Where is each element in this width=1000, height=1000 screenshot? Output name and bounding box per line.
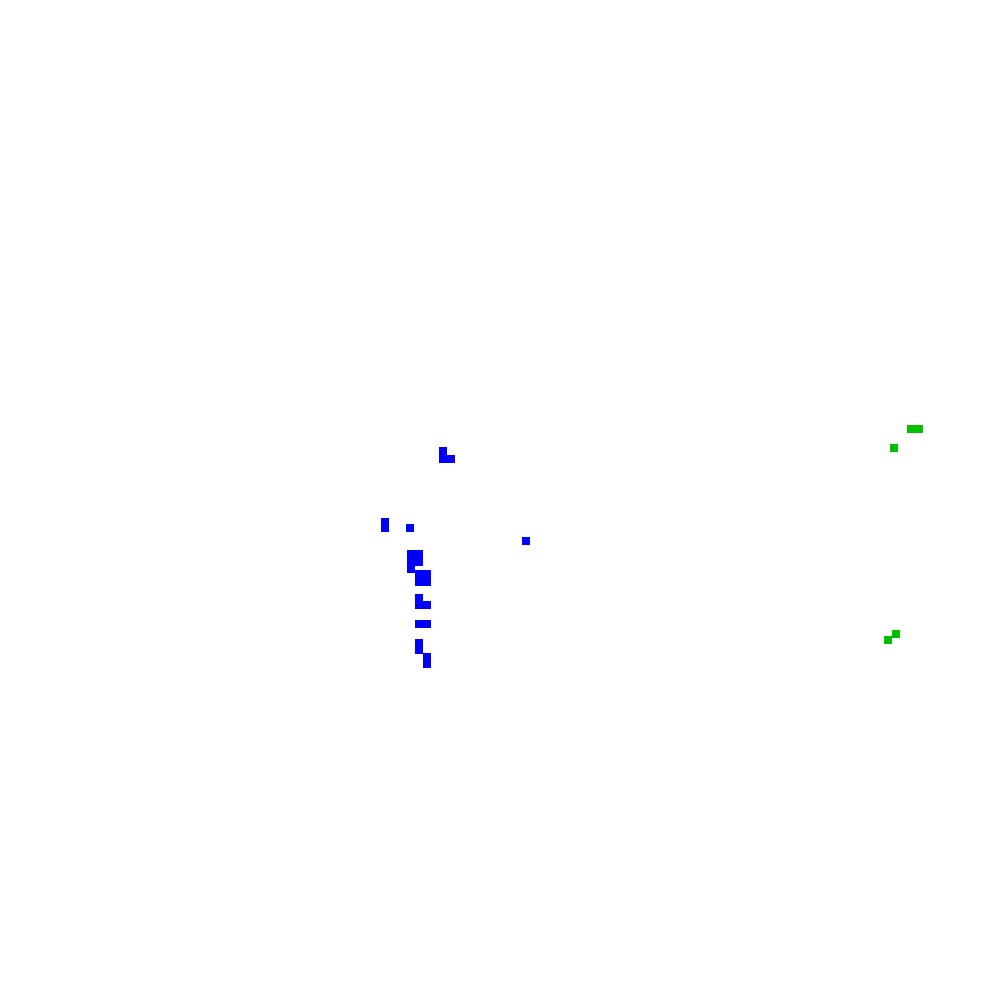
blue-cluster-cell xyxy=(415,558,423,566)
blue-cluster-cell xyxy=(415,646,423,654)
blue-cluster-cell xyxy=(381,524,389,532)
blue-cluster-cell xyxy=(423,660,431,668)
blue-cluster-cell xyxy=(407,565,415,573)
blue-cluster-cell xyxy=(423,601,431,609)
green-cluster-cell xyxy=(890,444,898,452)
blue-cluster-cell xyxy=(381,518,389,526)
blue-cluster-cell xyxy=(439,447,447,455)
blue-cluster-cell xyxy=(415,550,423,558)
green-cluster-cell xyxy=(892,630,900,638)
blue-cluster-cell xyxy=(415,601,423,609)
blue-cluster-cell xyxy=(415,620,423,628)
green-cluster-cell xyxy=(915,425,923,433)
blue-cluster-cell xyxy=(415,639,423,647)
blue-cluster-cell xyxy=(423,578,431,586)
blue-cluster-cell xyxy=(415,594,423,602)
green-cluster-cell xyxy=(907,425,915,433)
blue-cluster-cell xyxy=(522,537,530,545)
blue-cluster-cell xyxy=(423,620,431,628)
blue-cluster-cell xyxy=(407,558,415,566)
blue-cluster-cell xyxy=(406,524,414,532)
blue-cluster-cell xyxy=(447,455,455,463)
blue-cluster-cell xyxy=(407,550,415,558)
blue-cluster-cell xyxy=(415,570,423,578)
blue-cluster-cell xyxy=(423,653,431,661)
blue-cluster-cell xyxy=(415,578,423,586)
blue-cluster-cell xyxy=(439,455,447,463)
green-cluster-cell xyxy=(884,636,892,644)
blue-cluster-cell xyxy=(423,570,431,578)
